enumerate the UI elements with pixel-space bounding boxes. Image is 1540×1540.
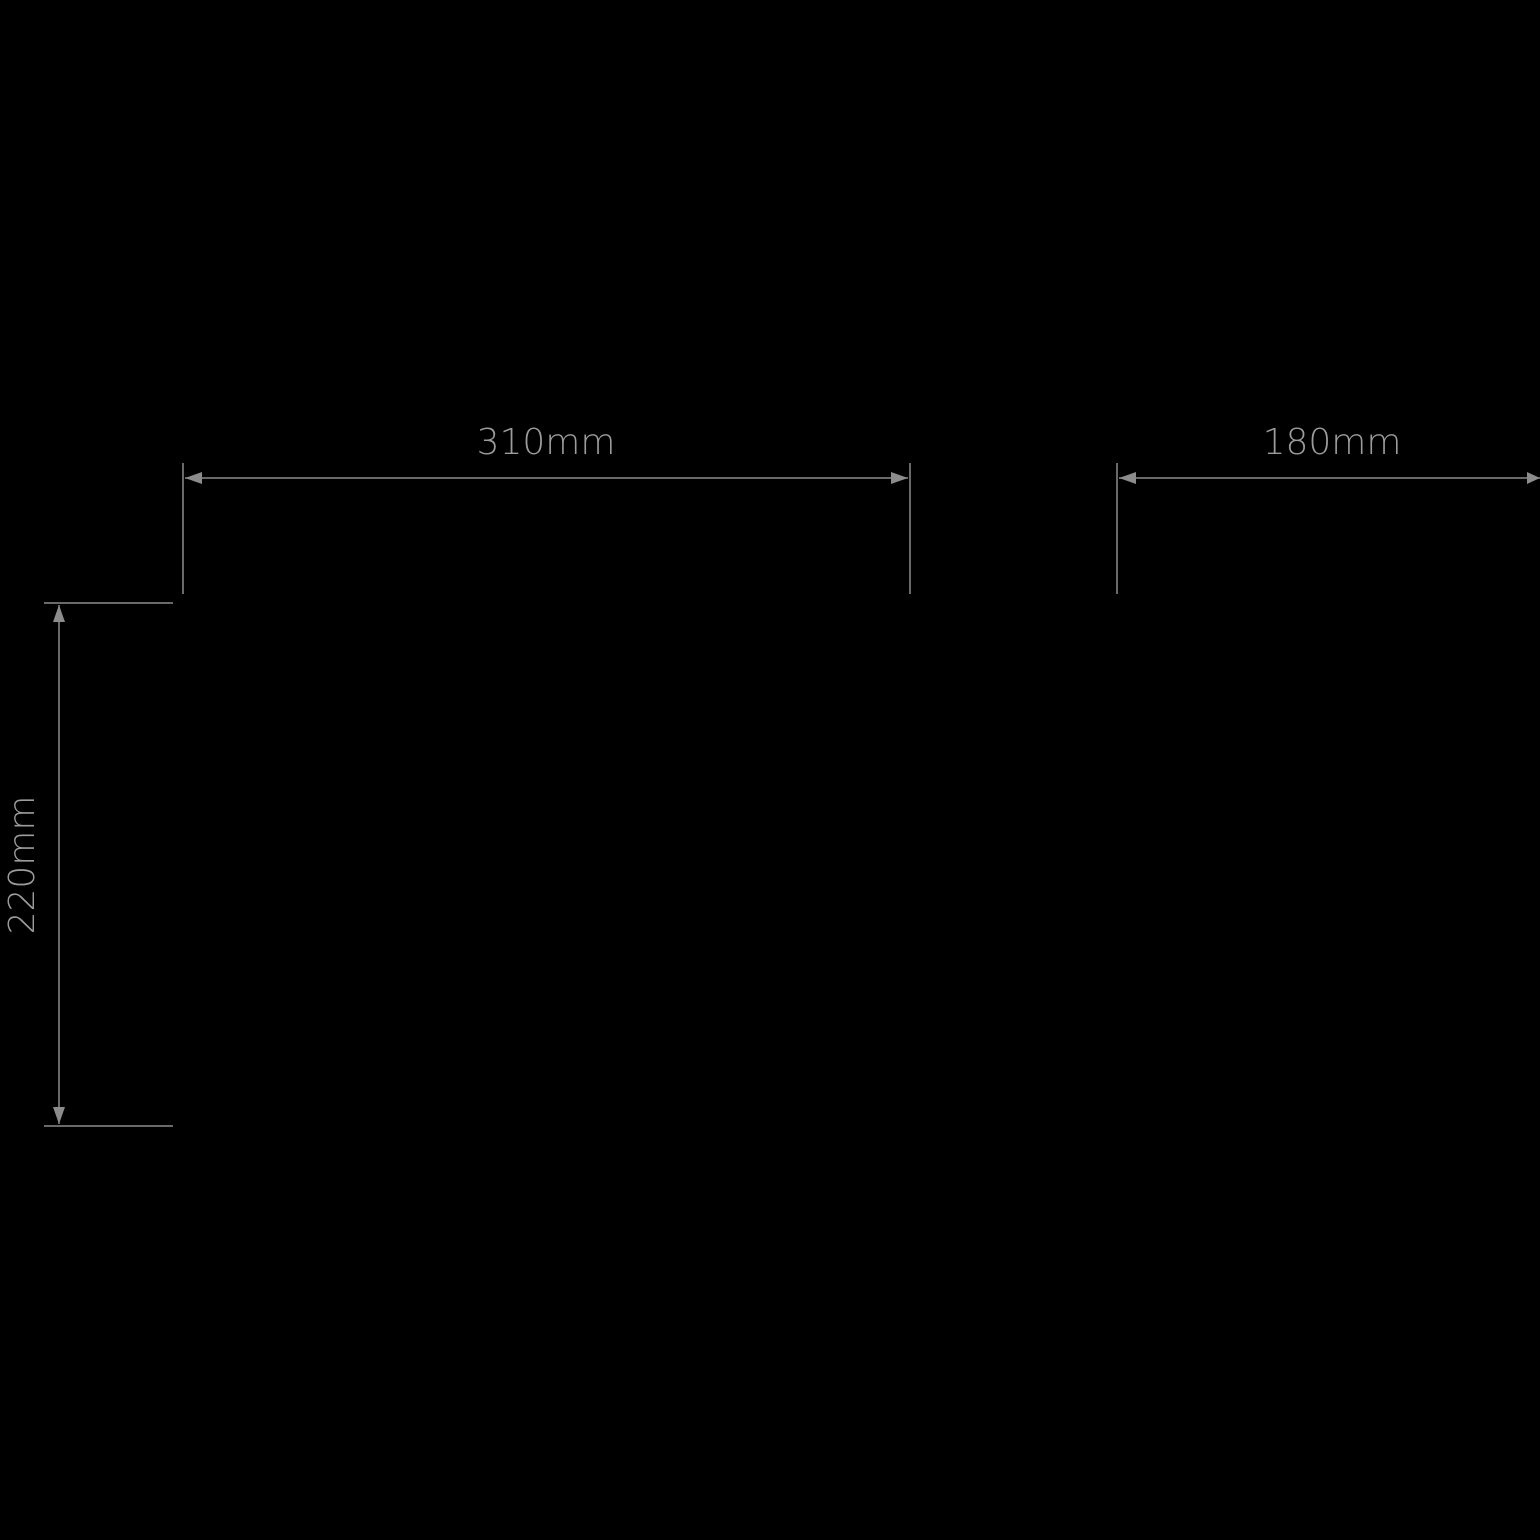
height-label: 220mm xyxy=(2,796,43,935)
width-label: 310mm xyxy=(477,422,616,463)
height-dimension: 220mm xyxy=(2,602,173,1127)
depth-dimension: 180mm xyxy=(1116,422,1540,594)
depth-label: 180mm xyxy=(1263,422,1402,463)
arrow-down-icon xyxy=(53,1107,65,1124)
arrow-left-icon xyxy=(1119,472,1136,484)
arrow-up-icon xyxy=(53,605,65,622)
arrow-right-icon xyxy=(891,472,908,484)
arrow-right-icon xyxy=(1527,472,1540,484)
arrow-left-icon xyxy=(185,472,202,484)
width-dimension: 310mm xyxy=(182,422,911,594)
